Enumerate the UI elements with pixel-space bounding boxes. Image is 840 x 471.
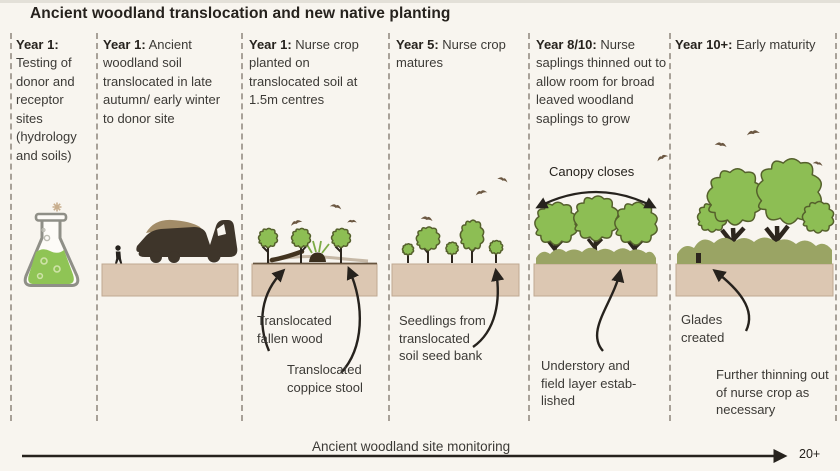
stump-icon (696, 253, 701, 263)
understory-arrow (595, 268, 625, 352)
flask-icon (23, 202, 80, 287)
stage-6-description: Early maturity (736, 37, 816, 52)
nurse-saplings (257, 227, 352, 263)
column-divider-4 (388, 33, 390, 421)
coppice-stool-arrow (340, 265, 362, 374)
glades-arrow (712, 268, 751, 332)
column-divider-7 (835, 33, 837, 421)
fallen-wood-arrow (261, 268, 286, 352)
stage-2-year: Year 1: (103, 37, 146, 52)
stage-5-header: Year 8/10: Nurse saplings thinned out to… (536, 36, 667, 128)
understory-layer-stage5 (536, 247, 656, 264)
stage-3-header: Year 1: Nurse crop planted on translocat… (249, 36, 369, 110)
column-divider-6 (669, 33, 671, 421)
nurse-crop-trees (402, 219, 504, 263)
soil-block-stage2 (101, 263, 239, 297)
soil-blocks (101, 263, 834, 297)
glades-label: Glades created (681, 312, 725, 345)
truck-window (217, 224, 226, 236)
fallen-wood-label: Translocated fallen wood (257, 313, 332, 346)
column-divider-2 (96, 33, 98, 421)
thinned-woodland (533, 194, 659, 264)
stage-5-year: Year 8/10: (536, 37, 597, 52)
coppice-stool-label: Translocated coppice stool (287, 362, 363, 395)
soil-block-stage5 (533, 263, 658, 297)
annotation-arrows (261, 190, 751, 374)
stage-2-header: Year 1: Ancient woodland soil translocat… (103, 36, 231, 128)
mature-woodland (677, 159, 835, 264)
stage-3-year: Year 1: (249, 37, 292, 52)
understory-layer-stage6 (677, 237, 832, 264)
stage-1-year: Year 1: (16, 37, 59, 52)
seedlings-label: Seedlings from translocated soil seed ba… (399, 313, 486, 364)
stage-4-header: Year 5: Nurse crop matures (396, 36, 516, 73)
stage-4-description: Nurse crop matures (396, 37, 506, 71)
understory-label: Understory and field layer estab-lished (541, 358, 637, 409)
stage-6-header: Year 10+: Early maturity (675, 36, 840, 54)
column-divider-3 (241, 33, 243, 421)
flask-bubbles (36, 227, 61, 280)
soil-block-stage3 (251, 263, 378, 297)
stage-1-description: Testing of donor and receptor sites (hyd… (16, 55, 77, 163)
page-title: Ancient woodland translocation and new n… (30, 5, 451, 22)
stage-1-header: Year 1: Testing of donor and receptor si… (16, 36, 94, 165)
person-icon (115, 245, 123, 264)
stage-2-description: Ancient woodland soil translocated in la… (103, 37, 221, 126)
stage-3-description: Nurse crop planted on translocated soil … (249, 37, 359, 108)
timeline-end-label: 20+ (799, 447, 821, 461)
stage-6-year: Year 10+: (675, 37, 733, 52)
coppice-stool-icon (305, 240, 330, 262)
dump-truck-icon (136, 219, 238, 263)
column-divider-1 (10, 33, 12, 421)
further-thinning-label: Further thinning out of nurse crop as ne… (716, 367, 829, 418)
stage-4-year: Year 5: (396, 37, 439, 52)
stage-5-description: Nurse saplings thinned out to allow room… (536, 37, 667, 126)
canopy-closes-arrow (535, 190, 657, 209)
column-divider-5 (528, 33, 530, 421)
soil-block-stage4 (391, 263, 520, 297)
sparkle-icon (52, 202, 62, 212)
seedlings-arrow (472, 267, 505, 348)
soil-block-stage6 (675, 263, 834, 297)
top-edge-line (0, 0, 840, 3)
canopy-closes-label: Canopy closes (549, 164, 635, 179)
timeline-label: Ancient woodland site monitoring (312, 439, 511, 454)
fallen-wood-icon (269, 249, 305, 263)
